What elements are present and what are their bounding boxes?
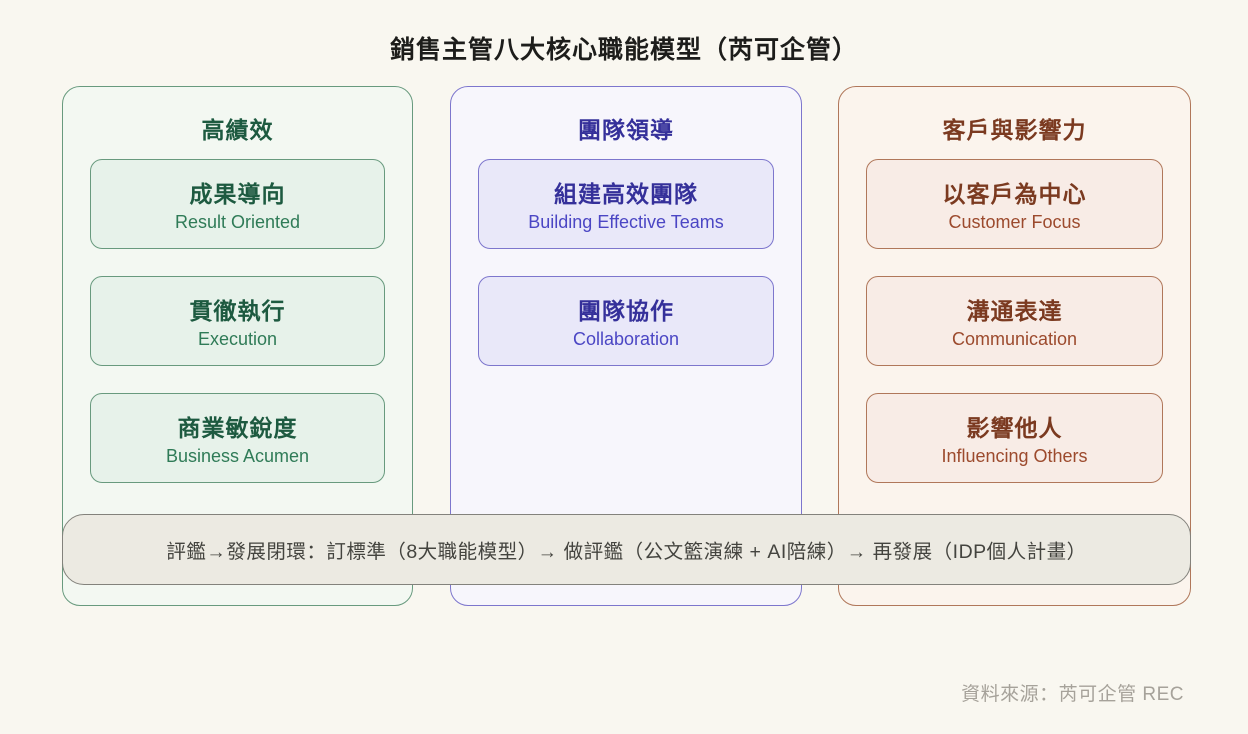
card-building-effective-teams: 組建高效團隊 Building Effective Teams [478, 159, 774, 249]
card-collaboration: 團隊協作 Collaboration [478, 276, 774, 366]
card-execution: 貫徹執行 Execution [90, 276, 385, 366]
card-list-customer-influence: 以客戶為中心 Customer Focus 溝通表達 Communication… [866, 159, 1163, 510]
card-title-en: Customer Focus [948, 212, 1081, 232]
card-list-team-leadership: 組建高效團隊 Building Effective Teams 團隊協作 Col… [478, 159, 774, 393]
source-note: 資料來源：芮可企管 REC [961, 684, 1184, 705]
card-customer-focus: 以客戶為中心 Customer Focus [866, 159, 1163, 249]
card-title-zh: 溝通表達 [966, 298, 1063, 324]
card-title-zh: 貫徹執行 [189, 298, 286, 324]
card-title-zh: 團隊協作 [578, 298, 674, 324]
card-title-en: Building Effective Teams [528, 212, 724, 232]
card-title-en: Influencing Others [941, 446, 1088, 466]
card-title-zh: 成果導向 [189, 181, 286, 207]
card-title-en: Result Oriented [174, 212, 301, 232]
column-header-high-performance: 高績效 [201, 117, 274, 143]
card-title-en: Collaboration [572, 329, 680, 349]
card-title-zh: 以客戶為中心 [942, 181, 1087, 207]
card-title-en: Communication [951, 329, 1078, 349]
card-title-zh: 商業敏銳度 [177, 415, 298, 441]
card-title-zh: 影響他人 [966, 415, 1063, 441]
card-title-en: Execution [197, 329, 278, 349]
card-communication: 溝通表達 Communication [866, 276, 1163, 366]
card-title-en: Business Acumen [165, 446, 310, 466]
card-business-acumen: 商業敏銳度 Business Acumen [90, 393, 385, 483]
card-list-high-performance: 成果導向 Result Oriented 貫徹執行 Execution 商業敏銳… [90, 159, 385, 510]
column-header-customer-influence: 客戶與影響力 [942, 117, 1087, 143]
card-result-oriented: 成果導向 Result Oriented [90, 159, 385, 249]
assessment-development-loop-banner: 評鑑→發展閉環：訂標準（8大職能模型）→ 做評鑑（公文籃演練 + AI陪練）→ … [62, 514, 1191, 585]
page-title: 銷售主管八大核心職能模型（芮可企管） [389, 36, 858, 64]
card-influencing-others: 影響他人 Influencing Others [866, 393, 1163, 483]
banner-text: 評鑑→發展閉環：訂標準（8大職能模型）→ 做評鑑（公文籃演練 + AI陪練）→ … [166, 541, 1087, 563]
column-header-team-leadership: 團隊領導 [578, 117, 674, 143]
card-title-zh: 組建高效團隊 [554, 181, 698, 207]
